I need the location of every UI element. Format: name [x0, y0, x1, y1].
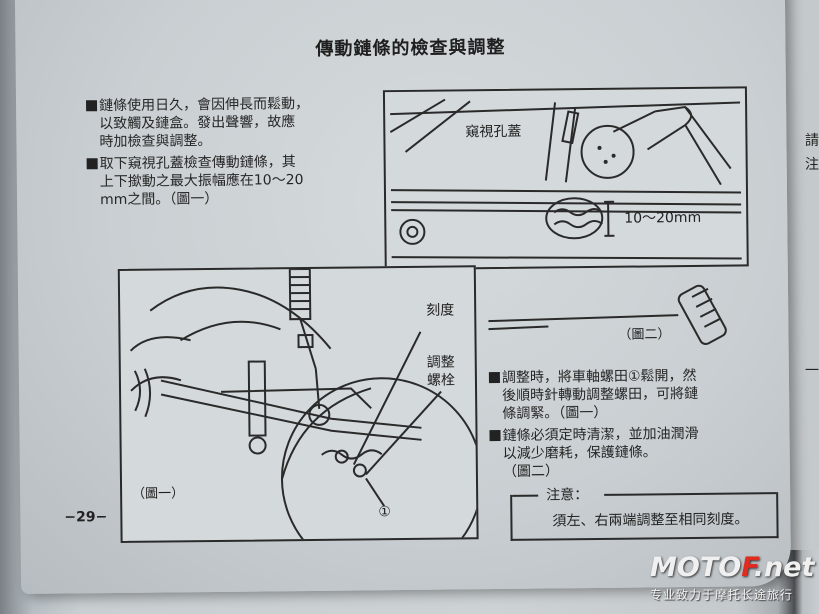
text-line: 時加檢查與調整。 — [99, 132, 212, 151]
bullet-icon — [86, 158, 98, 170]
watermark-subtitle: 专业致力于摩托长途旅行 — [650, 588, 794, 602]
text-line: 鏈條使用日久，會因伸長而鬆動， — [98, 95, 310, 115]
text-line: 鏈條必須定時清潔，並加油潤滑 — [502, 425, 699, 444]
figure-chain-cover: 窺視孔蓋 10～20mm — [382, 86, 749, 271]
intro-paragraph-1: 鏈條使用日久，會因伸長而鬆動， 以致觸及鏈盒。發出聲響，故應 時加檢查與調整。 — [85, 95, 310, 151]
next-page-fragment: 注 — [805, 157, 819, 173]
text-line: （圖二） — [502, 463, 559, 480]
intro-paragraph-2: 取下窺視孔蓋檢查傳動鏈條，其 上下撳動之最大振幅應在10～20 mm之間。（圖一… — [86, 153, 304, 209]
label-slack-range: 10～20mm — [624, 209, 702, 227]
figure-chain-adjuster: 刻度 調整 螺栓 ① （圖一） — [117, 265, 483, 580]
bullet-icon — [489, 429, 501, 442]
label-inspection-cover: 窺視孔蓋 — [465, 120, 522, 142]
caution-box: 注意： 須左、右兩端調整至相同刻度。 — [510, 487, 779, 541]
text-line: 以減少磨耗，保護鏈條。 — [502, 444, 657, 462]
watermark-brand-b: F — [741, 552, 754, 583]
text-line: 條調緊。（圖一） — [502, 404, 608, 422]
chain-cover-illustration — [389, 98, 742, 260]
page-number: −29− — [64, 509, 108, 526]
watermark-brand-c: .net — [753, 552, 815, 583]
page-title: 傳動鏈條的檢查與調整 — [315, 36, 506, 60]
text-line: 取下窺視孔蓋檢查傳動鏈條，其 — [99, 154, 296, 173]
caution-heading: 注意： — [546, 487, 589, 504]
figure-1-caption: （圖一） — [132, 486, 185, 502]
next-page-fragment: 一 — [805, 363, 819, 379]
figure-2-caption: （圖二） — [618, 327, 671, 343]
label-axle-nut-number: ① — [378, 504, 391, 521]
adjust-paragraph-1: 調整時，將車軸螺田①鬆開，然 後順時針轉動調整螺田，可將鏈 條調緊。（圖一） — [488, 367, 699, 423]
text-line: 以致觸及鏈盒。發出聲響，故應 — [99, 114, 296, 133]
watermark-logo: MOTOF.net — [650, 552, 814, 583]
footrest-illustration — [488, 284, 727, 346]
text-line: 上下撳動之最大振幅應在10～20 — [99, 172, 304, 191]
text-line: 調整時，將車軸螺田①鬆開，然 — [501, 367, 697, 386]
watermark-brand-a: MOTO — [650, 552, 742, 583]
next-page-fragment: 請 — [805, 133, 819, 149]
caution-text: 須左、右兩端調整至相同刻度。 — [552, 511, 749, 530]
bullet-icon — [85, 100, 98, 112]
label-adjust-bolt-line-2: 螺栓 — [426, 372, 456, 389]
adjust-paragraph-2: 鏈條必須定時清潔，並加油潤滑 以減少磨耗，保護鏈條。 （圖二） — [489, 425, 699, 481]
manual-page: 傳動鏈條的檢查與調整 鏈條使用日久，會因伸長而鬆動， 以致觸及鏈盒。發出聲響，故… — [14, 0, 792, 595]
text-line: mm之間。（圖一） — [99, 190, 219, 209]
bullet-icon — [488, 371, 500, 384]
text-line: 後順時針轉動調整螺田，可將鏈 — [502, 385, 699, 404]
label-scale: 刻度 — [426, 302, 455, 319]
